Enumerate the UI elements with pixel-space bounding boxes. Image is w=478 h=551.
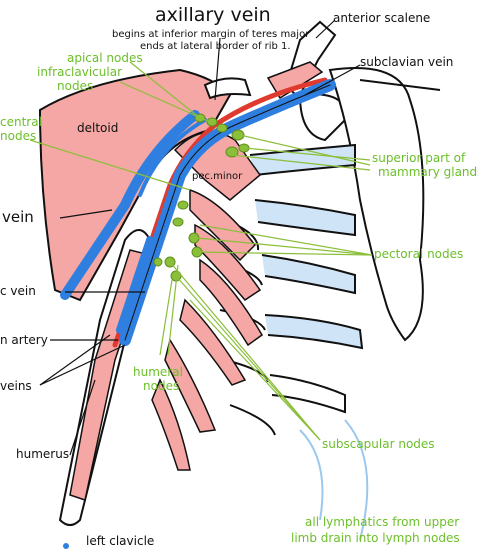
veins-label: veins — [0, 380, 32, 392]
rib-cage — [210, 68, 440, 540]
central-nodes-label-1: central — [0, 116, 42, 128]
humeral-nodes-label-2: nodes — [143, 380, 179, 392]
anterior-scalene-label: anterior scalene — [333, 12, 430, 24]
deltoid-label: deltoid — [77, 122, 118, 134]
superior-mammary-label-1: superior part of — [372, 152, 465, 164]
left-clavicle-label: left clavicle — [86, 535, 154, 547]
clavicle-marker — [63, 543, 69, 549]
subscapular-nodes-label: subscapular nodes — [322, 438, 435, 450]
lymphatics-note-line-2: limb drain into lymph nodes — [291, 532, 460, 544]
humerus-label: humerus — [16, 448, 69, 460]
apical-nodes-label: apical nodes — [67, 52, 143, 64]
artery-label: n artery — [0, 334, 48, 346]
infraclavicular-nodes-label-2: nodes — [57, 80, 93, 92]
infraclavicular-nodes-label-1: infraclavicular — [37, 66, 122, 78]
subtitle-line-2: ends at lateral border of rib 1. — [140, 42, 291, 52]
cephalic-vein-label: c vein — [0, 285, 36, 297]
clavicle-bone — [205, 78, 250, 98]
pec-minor-label: pec.minor — [192, 172, 242, 182]
subclavian-vein-label: subclavian vein — [360, 56, 453, 68]
superior-mammary-label-2: mammary glands — [378, 166, 478, 178]
humeral-nodes-label-1: humeral — [133, 366, 183, 378]
title-label: axillary vein — [155, 6, 271, 25]
central-nodes-label-2: nodes — [0, 130, 36, 142]
vein-label: vein — [2, 210, 34, 225]
lymphatics-note-line-1: all lymphatics from upper — [305, 516, 459, 528]
pectoral-nodes-label: pectoral nodes — [374, 248, 463, 260]
subtitle-line-1: begins at inferior margin of teres major — [112, 30, 309, 40]
